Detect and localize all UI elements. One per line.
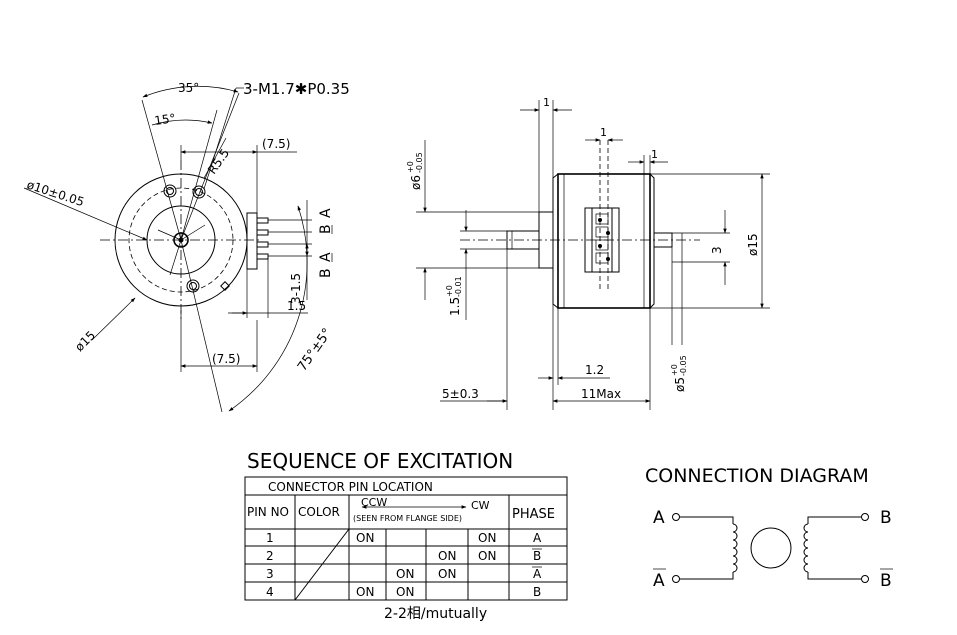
pin-label-b: B [318,268,334,278]
radius-label: R5.5 [205,146,232,176]
svg-text:3: 3 [266,567,274,581]
dia-6-tol-plus: +0 [406,161,415,173]
dim-7-5-top-label: (7.5) [262,137,290,151]
conn-left-bottom: A [653,571,665,591]
dim-1-5-tol-minus: -0.01 [454,276,463,297]
dim-1-5-label: 1.5 [287,299,306,313]
svg-text:ON: ON [438,549,456,563]
dia-5-label-group: ø5 +0 -0.05 [670,355,688,392]
dia-6-label-group: ø6 +0 -0.05 [406,152,424,190]
connector-block [246,212,258,270]
conn-right-bottom: B [880,571,892,591]
screw-spec-label: 3-M1.7✱P0.35 [243,80,350,98]
pin-labels: A B A B [318,208,334,278]
sequence-footer: 2-2相/mutually [384,606,487,622]
dim-1-2-label: 1.2 [585,363,604,377]
svg-text:4: 4 [266,585,274,599]
dim-3-label: 3 [710,246,724,254]
angle-35-label: 35° [178,81,199,95]
pin-label-a: A [318,208,334,218]
dia-6-label: ø6 [409,175,423,190]
ccw-label: CCW [361,496,387,509]
dia-5-tol-minus: -0.05 [679,355,688,376]
table-row-1: 1 ON ON A [266,531,542,545]
conn-left-top: A [653,508,665,528]
coil-b-icon [803,523,809,573]
dim-1-top-label: 1 [543,96,550,109]
cw-label: CW [471,499,490,512]
dim-1-right-label: 1 [651,148,658,161]
table-row-4: 4 ON ON B [266,585,541,599]
connector-header: CONNECTOR PIN LOCATION [268,480,433,494]
svg-text:2: 2 [266,549,274,563]
angle-75-label: 75°±5° [295,326,335,375]
screw-hole-3 [186,279,200,293]
svg-text:B: B [533,585,541,599]
svg-text:A: A [533,531,542,545]
svg-text:ON: ON [438,567,456,581]
dia-5-label: ø5 [673,377,687,392]
col-pin-no: PIN NO [247,505,289,519]
dim-5-label: 5±0.3 [442,387,479,401]
angle-15-label: 15° [153,111,176,128]
svg-text:ON: ON [478,531,496,545]
front-view [23,85,312,413]
dim-1-5-shaft-label: 1.5 [448,297,462,316]
rotor-icon [750,527,792,569]
pitch-3-1-5-label: 3-1.5 [289,273,303,304]
screw-hole-2 [192,185,206,199]
svg-text:1: 1 [266,531,274,545]
col-phase: PHASE [512,507,555,522]
svg-text:ON: ON [396,585,414,599]
connector-pins [256,217,269,260]
dim-1-5-tol-plus: +0 [445,285,454,297]
svg-text:ON: ON [396,567,414,581]
coil-a-icon [732,523,738,573]
connection-title: CONNECTION DIAGRAM [645,465,869,487]
svg-text:ON: ON [478,549,496,563]
connection-diagram [672,513,869,583]
dim-1-mid-label: 1 [600,126,607,139]
svg-text:A: A [533,567,542,581]
screw-hole-1 [163,184,177,198]
seen-from-label: (SEEN FROM FLANGE SIDE) [353,514,462,523]
dia-10-label: ø10±0.05 [25,178,86,210]
dia-5-tol-plus: +0 [670,364,679,376]
dia-15-side-label: ø15 [746,233,760,256]
motor-body [557,173,651,309]
svg-text:B: B [533,549,541,563]
table-row-3: 3 ON ON A [266,566,542,581]
svg-text:ON: ON [356,585,374,599]
sequence-table [244,476,568,601]
table-row-2: 2 ON ON B [266,548,542,563]
col-color: COLOR [298,505,340,519]
dim-11-label: 11Max [581,387,621,401]
sequence-title: SEQUENCE OF EXCITATION [247,449,513,473]
conn-right-top: B [880,508,892,528]
svg-text:ON: ON [356,531,374,545]
pin-label-b-bar: B [318,224,334,234]
dim-7-5-bottom-label: (7.5) [212,352,240,366]
dia-15-label: ø15 [72,328,98,354]
pin-label-a-bar: A [318,252,334,262]
dia-6-tol-minus: -0.05 [415,152,424,173]
dim-1-5-shaft-group: 1.5 +0 -0.01 [445,276,463,316]
side-view [416,100,770,410]
